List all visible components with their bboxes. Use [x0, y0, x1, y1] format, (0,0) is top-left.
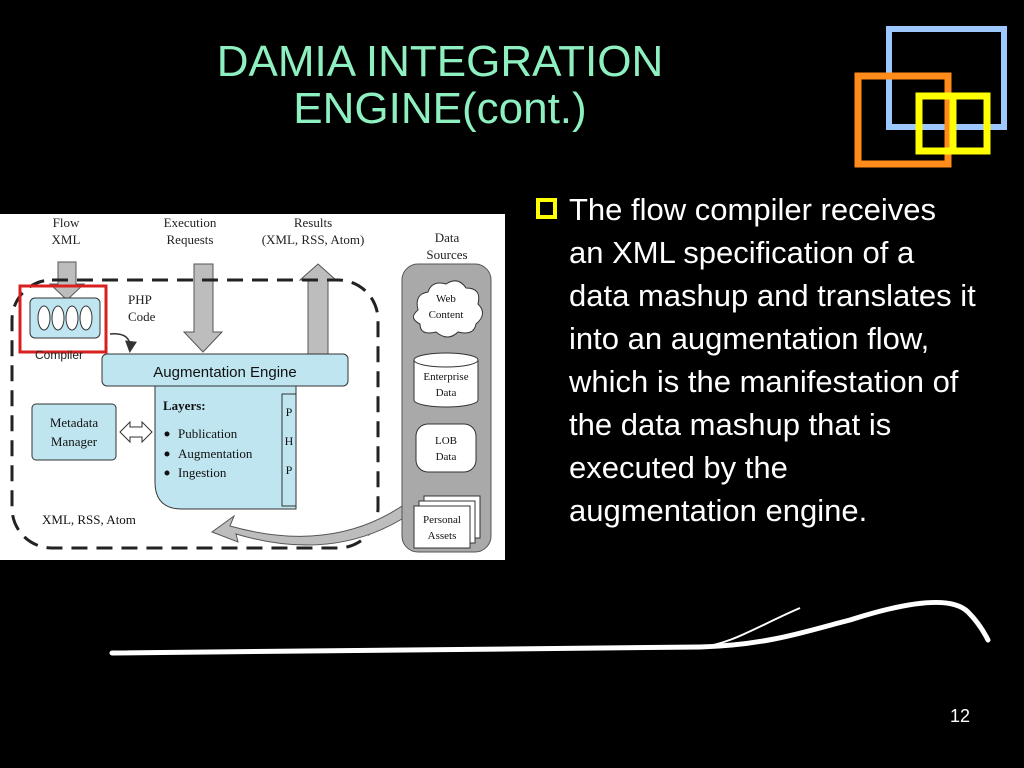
layers-title: Layers: [163, 398, 206, 413]
personal-assets-docs-icon [413, 495, 481, 549]
bullet-text: The flow compiler receives an XML specif… [569, 192, 976, 528]
yellow-square-right-icon [949, 92, 991, 155]
layer-bullet-icon [164, 470, 170, 476]
results-arrow [298, 263, 338, 355]
slide-title-line-2: ENGINE(cont.) [293, 84, 587, 133]
lob-data-label-2: Data [436, 451, 457, 463]
data-sources-label: Data [435, 230, 460, 245]
enterprise-data-label-2: Data [436, 387, 457, 399]
php-letter-h: H [285, 434, 294, 448]
execution-requests-arrow [182, 263, 224, 353]
metadata-manager-label: Metadata [50, 415, 99, 430]
decorative-swirl-line [109, 599, 991, 656]
layer-item-publication: Publication [178, 426, 238, 441]
metadata-manager-box [31, 403, 117, 461]
php-letter-p2: P [286, 463, 293, 477]
personal-assets-label-2: Assets [428, 530, 457, 542]
augmentation-engine-label: Augmentation Engine [153, 364, 296, 381]
ingestion-arrow [210, 505, 403, 546]
data-sources-label-2: Sources [426, 247, 467, 262]
php-letter-p1: P [286, 405, 293, 419]
layer-item-ingestion: Ingestion [178, 465, 227, 480]
web-content-label: Web [436, 293, 456, 305]
execution-requests-label-2: Requests [167, 232, 214, 247]
execution-requests-label: Execution [164, 215, 217, 230]
damia-architecture-diagram: Flow XML Execution Requests Results (XML… [0, 214, 505, 560]
metadata-double-arrow-icon [119, 420, 153, 444]
lob-data-label: LOB [435, 435, 457, 447]
php-column [281, 393, 297, 507]
flow-xml-label-2: XML [52, 232, 81, 247]
decorative-squares-logo [854, 26, 1007, 168]
php-code-label-2: Code [128, 309, 156, 324]
layer-item-augmentation: Augmentation [178, 446, 253, 461]
orange-square-icon [854, 72, 952, 168]
enterprise-data-label: Enterprise [423, 371, 468, 383]
bottom-format-label: XML, RSS, Atom [42, 512, 136, 527]
results-label-2: (XML, RSS, Atom) [262, 232, 365, 247]
compiler-label: Compiler [35, 348, 83, 362]
compiler-to-engine-arrow [109, 333, 137, 353]
lob-data-box [415, 423, 477, 473]
slide-title: DAMIA INTEGRATION ENGINE(cont.) [150, 38, 730, 132]
results-label: Results [294, 215, 332, 230]
enterprise-data-cylinder-icon [413, 352, 479, 408]
bullet-item: The flow compiler receives an XML specif… [536, 188, 976, 532]
layers-box [154, 385, 297, 510]
compiler-highlight-box [18, 284, 108, 354]
slide-title-line-1: DAMIA INTEGRATION [216, 37, 664, 86]
flow-xml-label: Flow [53, 215, 80, 230]
compiler-gears-icon [37, 305, 93, 331]
web-content-label-2: Content [429, 309, 464, 321]
slide-number: 12 [949, 706, 970, 726]
layer-bullet-icon [164, 451, 170, 457]
metadata-manager-label-2: Manager [51, 434, 98, 449]
web-content-cloud-icon [413, 280, 483, 338]
data-sources-panel [401, 263, 492, 553]
hollow-square-bullet-icon [536, 198, 557, 219]
layer-bullet-icon [164, 431, 170, 437]
personal-assets-label: Personal [423, 514, 461, 526]
php-code-label: PHP [128, 292, 152, 307]
